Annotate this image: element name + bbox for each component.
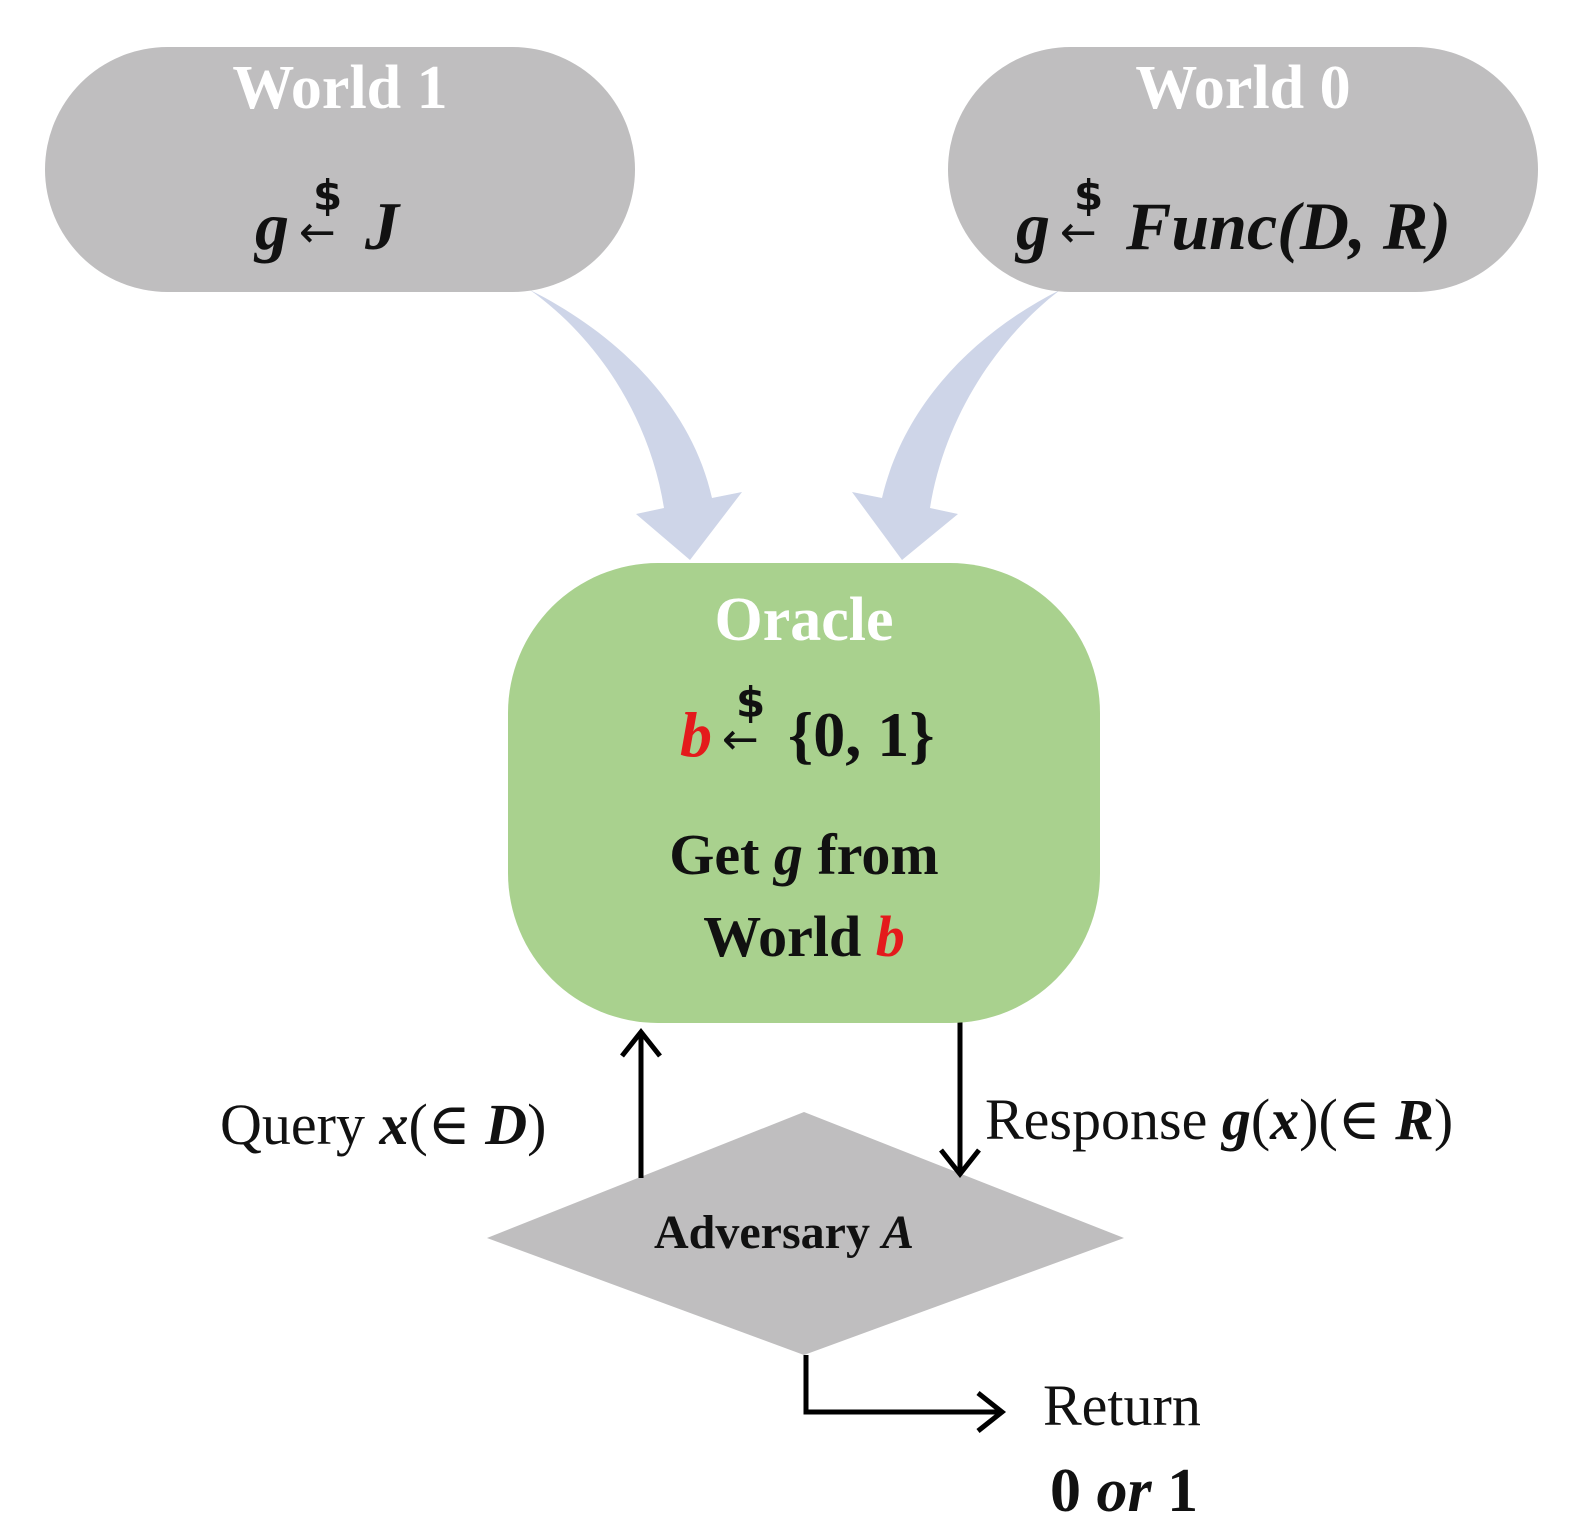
oracle-bit-set: {0, 1} (788, 699, 935, 770)
world0-title: World 0 (1135, 54, 1351, 122)
query-arrowhead (620, 1027, 662, 1058)
world0-var: g (1016, 188, 1050, 264)
world0-box: World 0 g$← Func(D, R) (948, 47, 1538, 292)
return-value: 0 or 1 (1050, 1457, 1199, 1525)
curved-arrow-world1-to-oracle (530, 290, 742, 560)
return-arrowhead (976, 1391, 1007, 1433)
curved-arrow-world0-to-oracle (852, 290, 1060, 560)
adversary-label: Adversary A (654, 1206, 914, 1259)
oracle-bit-sampling: b$← {0, 1} (680, 678, 935, 772)
world0-sampling: g$← Func(D, R) (1016, 171, 1451, 266)
oracle-line2: World b (703, 904, 905, 969)
return-arrow (803, 1355, 1000, 1415)
world1-var: g (255, 188, 289, 264)
oracle-title: Oracle (714, 586, 894, 654)
world1-set: J (365, 188, 399, 264)
world1-box: World 1 g$← J (45, 47, 635, 292)
return-label: Return (1043, 1373, 1201, 1438)
world1-sampling: g$← J (255, 171, 399, 266)
response-arrowhead (939, 1148, 981, 1179)
world1-title: World 1 (232, 54, 448, 122)
query-label: Query x(∈ D) (220, 1092, 547, 1157)
world0-set: Func(D, R) (1126, 188, 1451, 264)
sample-arrow-icon: $← (722, 678, 766, 765)
adversary-diamond (487, 1112, 1124, 1355)
sample-arrow-icon: $← (299, 171, 343, 258)
response-label: Response g(x)(∈ R) (985, 1087, 1454, 1152)
oracle-bit: b (680, 699, 712, 770)
oracle-box: Oracle b$← {0, 1} Get g from World b (508, 563, 1100, 1023)
oracle-line1: Get g from (669, 822, 939, 887)
sample-arrow-icon: $← (1060, 171, 1104, 258)
